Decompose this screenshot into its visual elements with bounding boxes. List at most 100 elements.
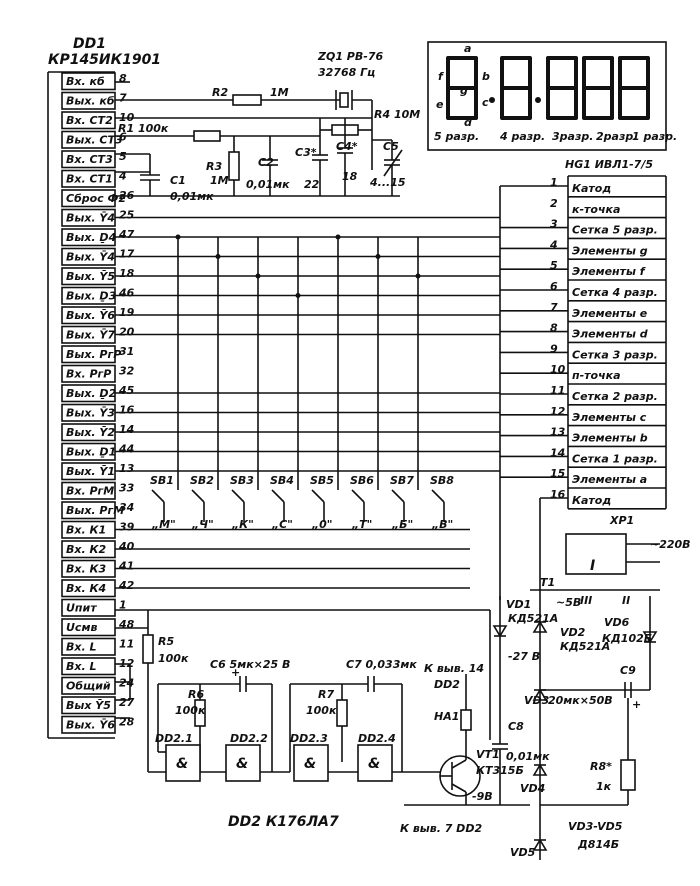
hg1-pin-number: 5 [550,259,558,272]
dd1-pin-number: 48 [118,618,135,631]
dd1-pin-label: Вых. Ȳ4 [66,251,115,264]
switch-contact [191,489,205,503]
junction-dot [335,234,341,240]
hg1-pin-number: 6 [550,280,558,293]
digit-label-1: 1 разр. [632,130,677,143]
c3-value: 22 [304,178,320,191]
dd2-label: DD2 К176ЛА7 [228,814,339,830]
seg-e: e [436,98,444,111]
dd1-pin-cell [61,481,116,500]
dd1-pin-cell [61,189,116,208]
r1-resistor [193,130,221,142]
hg1-pin-number: 4 [549,238,558,251]
dd1-pin-number: 27 [119,696,135,709]
dd1-pin-label: Вых. РгР [66,348,121,361]
seg-d: d [464,116,472,129]
seven-segment-digit [546,56,578,120]
hg1-pin-label: п-точка [572,369,621,382]
vd4-diode [532,763,548,776]
switch-name: SB1 [150,474,174,487]
zq1-crystal [339,92,349,108]
dd1-pin-label: Вх. К1 [66,524,106,537]
vd2-type: КД521А [560,640,610,653]
dd1-pin-label: Вых. Ȳ2 [66,426,115,439]
hg1-pin-label: Катод [572,182,611,195]
hg1-pin-label: Сетка 2 разр. [572,390,658,403]
junction-dot [255,273,261,279]
t1-primary [565,533,627,575]
dd1-pin-label: Вых. Ḏ1 [66,446,116,459]
r4-label: R4 10М [374,108,420,121]
dd1-pin-label: Вх. К3 [66,563,106,576]
r6-label: R6 [188,688,204,701]
c5-label: C5 [383,140,399,153]
dd1-pin-label: Сброс Ф2 [66,192,126,205]
switch-contact [231,489,245,503]
minus9: -9В [472,790,493,803]
winding-i: I [590,558,595,574]
dd1-pin-cell [61,715,116,734]
dd1-pin-number: 31 [119,345,134,358]
dd1-pin-label: Вых. Ȳ7 [66,329,115,342]
seg-a: a [464,42,471,55]
vd6-label: VD6 [604,616,630,629]
dd1-pin-label: Вх. РгР [66,368,111,381]
hg1-pin-label: Элементы f [572,265,646,278]
c2-value: 0,01мк [246,178,290,191]
hg1-title: HG1 ИВЛ1-7/5 [565,158,653,171]
seven-segment-digit [500,56,532,120]
dd1-pin-number: 25 [119,209,135,222]
dd1-pin-number: 8 [119,72,127,85]
switch-name: SB6 [350,474,374,487]
c2-label: C2 [258,156,274,169]
v5-label: ~5В [556,596,581,609]
hg1-pin-label: Элементы b [572,432,648,445]
c4-value: 18 [342,170,358,183]
dd1-pin-number: 7 [119,92,127,105]
switch-contact [391,489,405,503]
c6-plus: + [231,666,240,679]
hg1-pin-label: Элементы a [572,473,647,486]
c8-label: C8 [508,720,524,733]
to-pin7: К выв. 7 DD2 [400,822,482,835]
vd1-diode [492,625,508,638]
switch-key: „В" [431,518,453,531]
dd1-pin-label: Вых. Ȳ6 [66,309,115,322]
dd1-pin-label: Вх. L [66,641,97,654]
dd1-pin-label: Вх. кб [66,75,105,88]
seven-segment-digit [618,56,650,120]
dd1-pin-number: 39 [119,521,135,534]
junction-dot [415,273,421,279]
dd1-pin-number: 11 [119,638,134,651]
t1-label: T1 [540,576,555,589]
r2-value: 1М [270,86,289,99]
junction-dot [295,293,301,298]
dd1-part: КР145ИК1901 [48,52,161,68]
seg-f: f [438,70,444,83]
c7-label: C7 0,033мк [346,658,417,671]
dd1-pin-number: 1 [119,599,127,612]
dd1-pin-cell [61,345,116,364]
ha1-buzzer [460,709,472,731]
dd1-pin-number: 34 [119,501,134,514]
hg1-pin-label: Сетка 1 разр. [572,452,658,465]
to-pin14: К выв. 14 [424,662,484,675]
c8-value: 0,01мк [506,750,550,763]
switch-key: „С" [271,518,293,531]
switch-contact [311,489,325,503]
zq1-label: ZQ1 РВ-76 [317,50,383,63]
hg1-pin-number: 11 [550,384,565,397]
hg1-pin-number: 7 [550,301,558,314]
switch-name: SB2 [190,474,214,487]
dd1-pin-number: 24 [119,677,134,690]
hg1-pin-label: Катод [572,494,611,507]
dd1-pin-number: 17 [119,248,135,261]
n-dot [535,97,541,103]
dd1-pin-label: Uсмв [66,621,97,634]
hg1-pin-label: Элементы d [572,328,648,341]
vd6-diode [642,631,658,644]
hg1-pin-label: к-точка [572,203,620,216]
mains-label: ~220В [650,538,691,551]
dd1-pin-label: Вх. СТ1 [66,173,113,186]
dd1-pin-label: Вх. СТ2 [66,114,113,127]
